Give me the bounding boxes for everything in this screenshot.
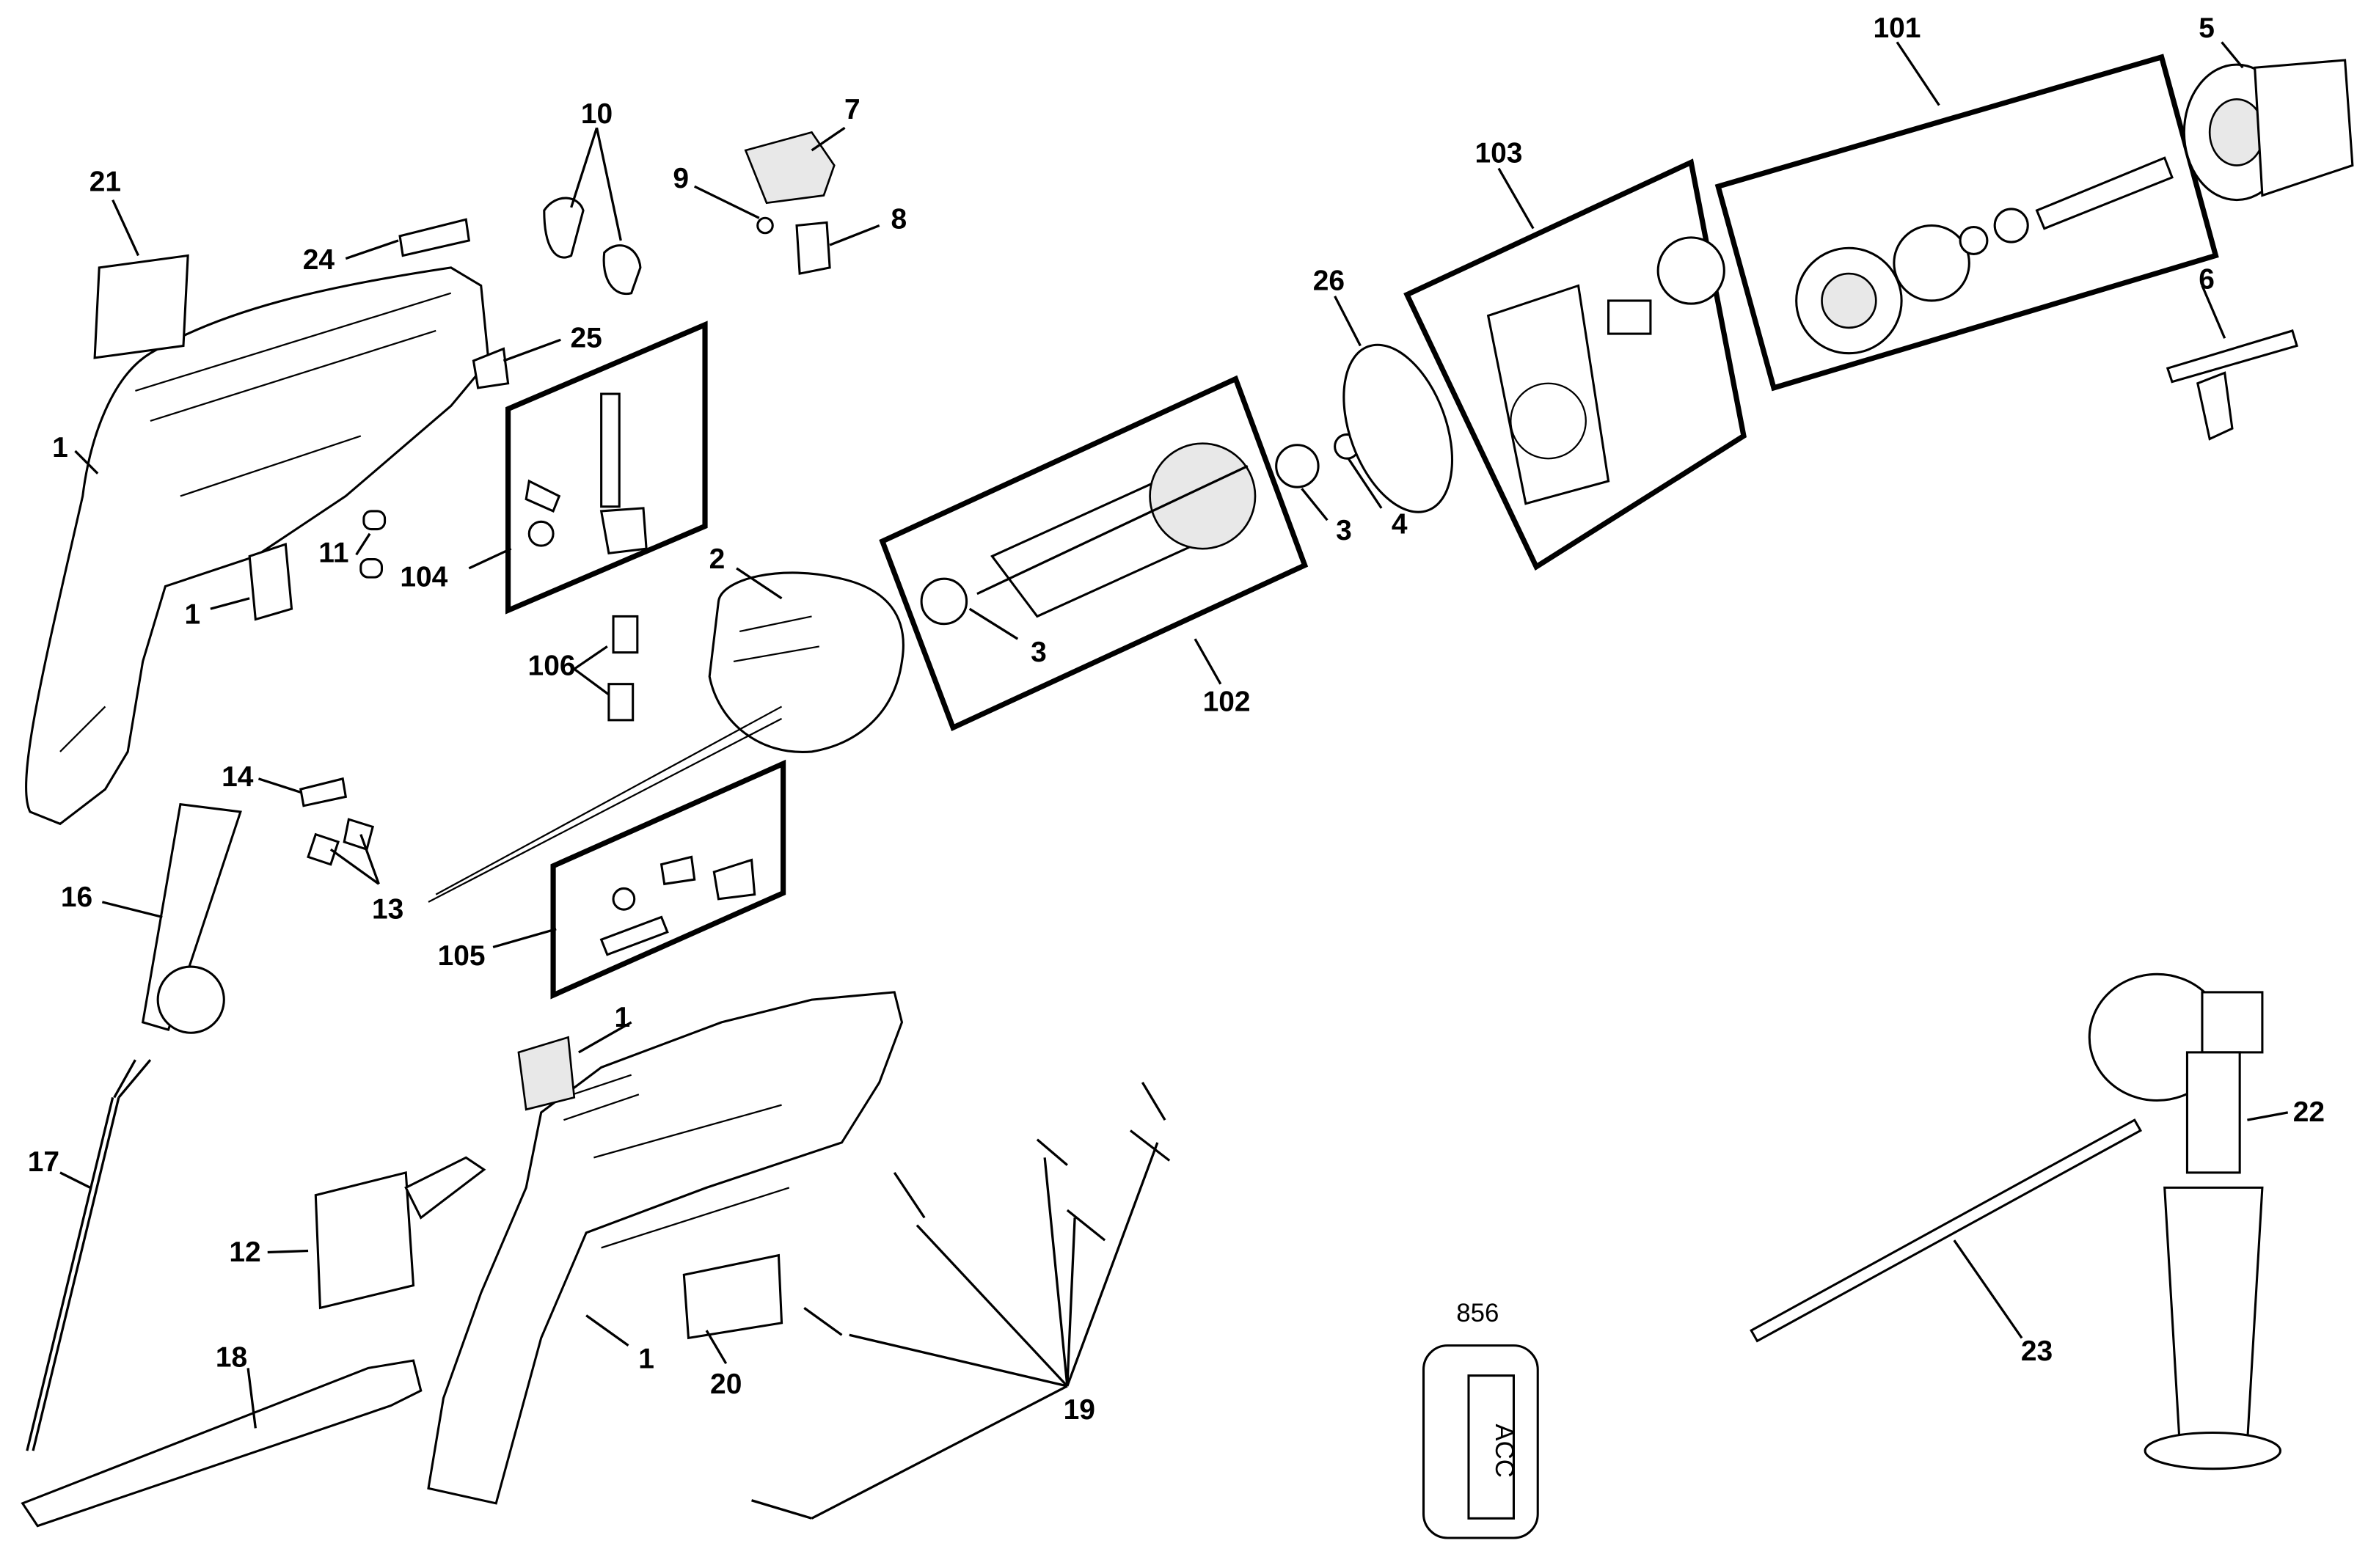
switch-parts-105: [599, 855, 756, 956]
callout: 26: [1313, 265, 1345, 297]
callout: 3: [1336, 515, 1352, 546]
bearing-3-front: [920, 577, 968, 626]
screws-13: [307, 818, 375, 866]
armature-102: [976, 442, 1257, 618]
callout: 1: [184, 599, 200, 631]
accessory-tag-text: ACC: [1490, 1424, 1519, 1478]
cover-1-small: [248, 542, 293, 621]
callout: 105: [438, 940, 486, 972]
callout: 3: [1031, 637, 1047, 668]
callout: 6: [2199, 264, 2215, 296]
housing-half-right: [427, 991, 904, 1505]
callout: 1: [638, 1343, 654, 1374]
label-20: [682, 1253, 783, 1340]
callout: 16: [61, 882, 92, 913]
callout: 18: [216, 1341, 247, 1373]
bushings-11: [359, 510, 387, 579]
callout: 1: [52, 432, 68, 464]
accessory-tag-856: ACC: [1422, 1344, 1539, 1539]
callout: 14: [222, 761, 254, 793]
chuck-5: [2182, 59, 2354, 202]
kit-box-102: [879, 375, 1309, 731]
callout: 13: [372, 893, 403, 925]
callout: 19: [1064, 1394, 1095, 1426]
strain-relief-14: [299, 777, 348, 807]
kit-box-105: [550, 759, 786, 1000]
field-stator-2: [428, 571, 905, 903]
callout: 25: [570, 323, 602, 354]
callout: 11: [318, 538, 348, 569]
plate-8: [795, 221, 831, 275]
housing-half-left: [25, 266, 490, 826]
o-ring-26: [1342, 343, 1454, 513]
cord-protector-16: [141, 802, 242, 1034]
callout: 106: [528, 650, 576, 681]
callout: 101: [1873, 12, 1921, 44]
callout: 7: [844, 94, 860, 125]
callout: 20: [710, 1369, 742, 1400]
chuck-key-6: [2166, 329, 2298, 441]
depth-rod-23: [1750, 1118, 2143, 1343]
spindle-assembly-101: [1795, 156, 2174, 355]
leader-lines: [59, 41, 2289, 1520]
spring-9: [756, 216, 774, 235]
callout: 23: [2021, 1336, 2053, 1367]
carbon-brushes-106: [607, 615, 639, 722]
switch-12: [314, 1156, 486, 1310]
callout: 5: [2199, 12, 2215, 44]
label-plate-21: [93, 254, 189, 359]
clip-25: [472, 347, 510, 389]
wrench-18: [21, 1359, 423, 1528]
callout: 104: [400, 561, 447, 593]
bearing-3-rear: [1275, 444, 1320, 488]
callout: 24: [303, 244, 335, 276]
cord-17: [26, 1059, 152, 1451]
kit-box-103: [1403, 158, 1747, 571]
callout: 4: [1392, 509, 1408, 541]
callout: 12: [229, 1237, 260, 1268]
callout: 9: [673, 163, 689, 194]
callout: 10: [581, 98, 613, 130]
callout: 8: [891, 204, 907, 235]
kit-box-104: [505, 320, 708, 615]
callout: 1: [615, 1002, 631, 1033]
callout: 103: [1475, 137, 1522, 169]
gear-case-103: [1486, 236, 1725, 505]
screws-19: [751, 1082, 1171, 1520]
accessory-tag-number: 856: [1456, 1299, 1499, 1327]
kit-box-101: [1714, 54, 2219, 392]
brush-holders-10: [543, 197, 642, 296]
callout: 22: [2293, 1096, 2325, 1128]
callout: 2: [709, 543, 726, 575]
callout: 102: [1203, 686, 1251, 718]
brush-parts-104: [525, 392, 648, 555]
callout: 21: [89, 166, 121, 197]
clip-24: [398, 218, 471, 257]
cover-1-panel: [517, 1036, 576, 1111]
side-handle-22: [2088, 972, 2282, 1470]
callout: 17: [28, 1146, 59, 1178]
